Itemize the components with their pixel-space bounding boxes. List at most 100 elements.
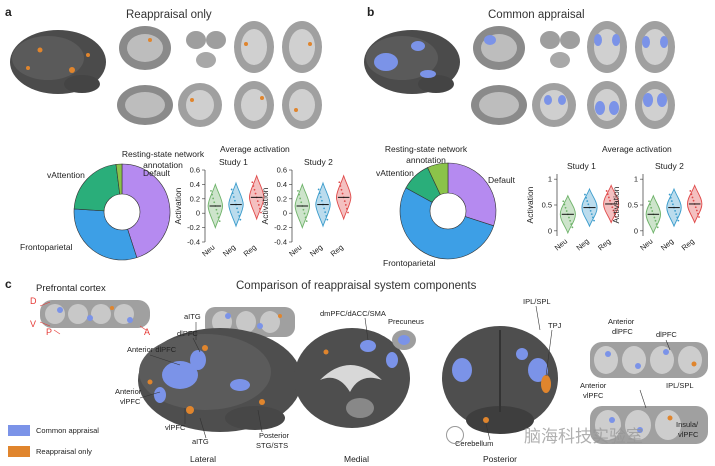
violin-b1-ylabel: Activation [525,186,535,223]
violin-a1-point-reg [251,181,254,184]
violin-a2-xtick-reg: Reg [329,243,345,259]
label-posterior-1: Posterior [259,431,290,440]
pie-b-label-vattention: vAttention [376,168,414,178]
pie-a-hole [103,193,141,231]
label-aitg-bottom: aITG [192,437,209,446]
violin-a2-point-neg [325,215,328,217]
violin-a1-xtick-neu: Neu [200,243,216,259]
right-slices [590,342,708,444]
violin-b1-xtick-reg: Reg [596,237,612,253]
violin-b2-xtick-neg: Neg [659,237,675,253]
posterior-brain [442,326,558,434]
violin-a2-point-neu [304,216,307,219]
orient-d: D [30,296,37,306]
label-anterior-vlpfc-r2: vlPFC [583,391,604,400]
violin-b2-point-neu [648,200,650,203]
violin-b1-point-neu [565,210,568,212]
violin-a1-point-neg [232,196,235,198]
violin-a1-point-neu [218,220,221,223]
study1-a-title: Study 1 [219,157,248,167]
violin-b2-ytick-label: 0 [634,226,638,235]
violin-b2-point-neg [674,209,676,212]
violin-a2-point-neg [326,218,329,221]
violin-b2-point-neg [668,193,671,196]
violin-b2-point-neu [649,203,651,206]
violin-b1-ytick-label: 1 [548,175,552,184]
violin-a1-ytick-label: 0.4 [190,180,200,189]
violin-b2-point-neu [656,226,659,229]
violin-a2-point-neu [303,212,306,215]
violin-a2-point-neg [318,192,321,195]
pfc-title: Prefrontal cortex [36,283,106,294]
panel-letter-c: c [5,277,12,291]
leader-lines [139,305,671,441]
violin-a1-point-neg [239,218,242,221]
violin-a1-point-neg [230,188,233,191]
violin-b1-point-neg [584,193,586,196]
violin-b1-point-neu [562,200,565,203]
violin-a1-point-neg [234,199,236,202]
label-medial: Medial [344,454,370,464]
violin-a1-point-neu [217,216,220,219]
pie-a-slice-default [121,163,171,259]
violin-a2-point-neg [319,196,322,198]
violin-a1-point-neg [237,211,240,214]
violin-b1-xtick-neg: Neg [574,237,590,253]
violin-a2-ytick-label: 0.2 [277,194,287,203]
violin-a1-point-reg [260,211,262,214]
violin-b2-point-reg [691,196,694,199]
violin-a1-ytick-label: -0.2 [187,223,200,232]
label-dlpfc-left: dlPFC [177,329,198,338]
violin-a2-point-neg [323,207,325,210]
violin-b1-xtick-neu: Neu [553,237,569,253]
label-anterior-vlpfc-2: vlPFC [120,397,141,406]
pie-b-hole [429,192,467,230]
violin-b1-point-reg [606,193,609,196]
violin-a1-point-neg [231,192,234,195]
violin-b1-point-neg [590,213,593,215]
panel-letter-b: b [367,5,375,19]
violin-b1-point-neg [593,219,595,222]
watermark-icon [446,426,464,444]
violin-b1-point-neu [571,226,574,229]
violin-a1-point-neu [216,212,219,215]
label-anterior-dlpfc-r1: Anterior [608,317,635,326]
violin-a2-xtick-neu: Neu [287,243,303,259]
violin-a2-point-neu [305,220,308,223]
panel-a-lateral-brain [10,30,106,94]
pie-a-title-2: annotation [143,160,183,170]
violin-b1-point-reg [614,216,617,218]
violin-b2-point-neg [672,203,674,206]
violin-a1-xtick-neg: Neg [221,243,237,259]
study2-b-title: Study 2 [655,161,684,171]
violin-b2-point-neg [676,216,679,219]
panel-letter-a: a [5,5,12,19]
pie-a-title-1: Resting-state network [121,149,205,159]
panel-b-lateral-brain [364,30,460,94]
violin-b1-point-neu [563,203,566,206]
label-anterior-dlpfc-r2: dlPFC [612,327,633,336]
orientation-lines [39,301,147,335]
violin-a2-xtick-neg: Neg [308,243,324,259]
violin-a1-xtick-reg: Reg [242,243,258,259]
violin-a1-point-neu [210,189,212,192]
violin-a1-point-reg [253,188,256,191]
avg-a-title: Average activation [220,144,290,154]
panel-a-title: Reappraisal only [126,9,212,21]
lateral-brain [138,328,302,432]
label-lateral: Lateral [190,454,216,464]
violin-a2-point-reg [346,207,348,210]
violin-b2-xtick-reg: Reg [680,237,696,253]
violin-b1-point-neg [587,203,590,206]
violin-a1-point-neu [213,201,216,204]
label-insula-1: Insula/ [676,420,699,429]
violin-a2-point-neu [297,189,299,192]
violin-a1-point-neg [238,215,241,217]
violin-a1-point-reg [259,207,261,210]
pie-b-title-1: Resting-state network [384,144,468,154]
violin-a2-point-neg [324,211,327,214]
study1-b-title: Study 1 [567,161,596,171]
violin-a1-ytick-label: 0 [196,209,200,218]
violin-a2-point-neu [302,208,305,211]
